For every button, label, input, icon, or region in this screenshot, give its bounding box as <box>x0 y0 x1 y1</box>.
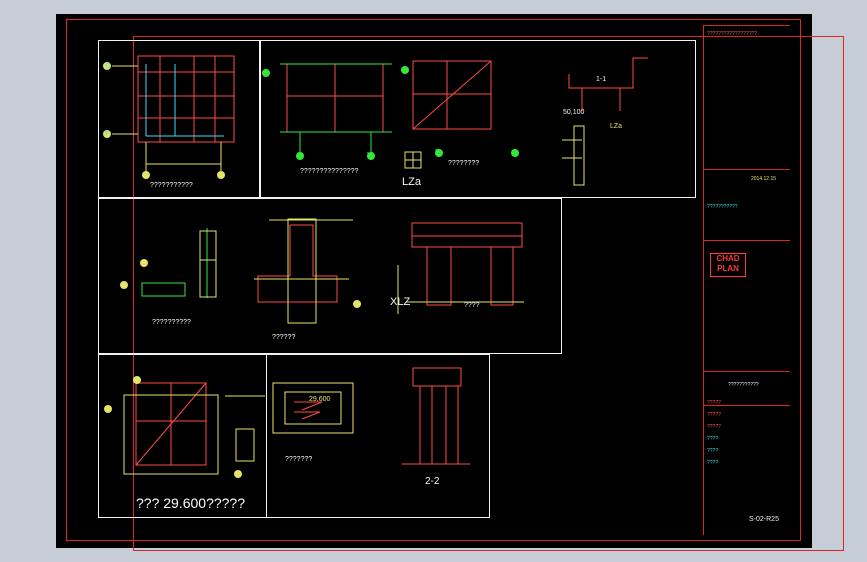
title-block-row-3: ????? <box>707 424 721 430</box>
sheet-top-left <box>98 40 260 198</box>
bottom-left-title: ??? 29.600????? <box>136 495 245 511</box>
company-name-2: PLAN <box>717 264 739 273</box>
title-block-project-row <box>704 169 790 217</box>
section-1-1: 1-1 <box>596 76 607 83</box>
middle-right-title: ???? <box>464 302 480 309</box>
title-block <box>703 25 790 535</box>
lz-label: LZa <box>610 123 623 130</box>
title-block-row-4: ???? <box>707 436 719 442</box>
plan1-title: ??????????? <box>150 182 193 189</box>
drawing-outer-frame <box>66 19 801 541</box>
middle-left-title: ?????????? <box>152 319 191 326</box>
cad-viewport[interactable] <box>56 14 844 551</box>
company-name: CHAD <box>716 254 740 263</box>
title-block-row-2: ????? <box>707 412 721 418</box>
grid-label-16: 16 <box>366 152 374 159</box>
title-block-project: ??????????? <box>707 204 738 210</box>
title-block-project-name: ??????????? <box>728 382 759 388</box>
xlz-label: XLZ <box>390 296 411 308</box>
grid-label-b: B <box>435 149 440 156</box>
title-block-sign-row <box>704 405 790 535</box>
title-block-date: 2014.12.15 <box>751 176 777 182</box>
grid-label-1: 1 <box>512 149 516 156</box>
grid-label-h: H <box>297 152 303 159</box>
drawing-inner-frame <box>133 36 844 551</box>
lz-scale: LZa <box>402 176 421 188</box>
sheet-top-center <box>260 40 696 198</box>
elevation-label: 50,100 <box>563 109 585 116</box>
middle-center-title: ?????? <box>272 334 296 341</box>
title-block-row-5: ???? <box>707 448 719 454</box>
title-block-row-1: ????? <box>707 400 721 406</box>
title-block-logo-row <box>704 240 790 318</box>
level-label: 29.600 <box>309 396 331 403</box>
plan3-title: ???????? <box>448 160 480 167</box>
title-block-code: S-02-R25 <box>749 516 779 523</box>
sheet-bottom-inner <box>266 354 490 518</box>
company-logo: CHAD PLAN <box>710 253 746 277</box>
title-block-header-row <box>704 25 790 97</box>
bottom-right-title: 2-2 <box>425 476 440 487</box>
grid-label-g: G <box>105 63 111 70</box>
sheet-middle <box>98 198 562 354</box>
title-block-row-6: ???? <box>707 460 719 466</box>
plan2-title: ??????????????? <box>300 168 359 175</box>
bottom-center-title: ??????? <box>285 456 313 463</box>
title-block-header: ?????????????????? <box>707 31 758 37</box>
grid-label-f: F <box>105 131 110 138</box>
title-block-name-row <box>704 371 790 405</box>
